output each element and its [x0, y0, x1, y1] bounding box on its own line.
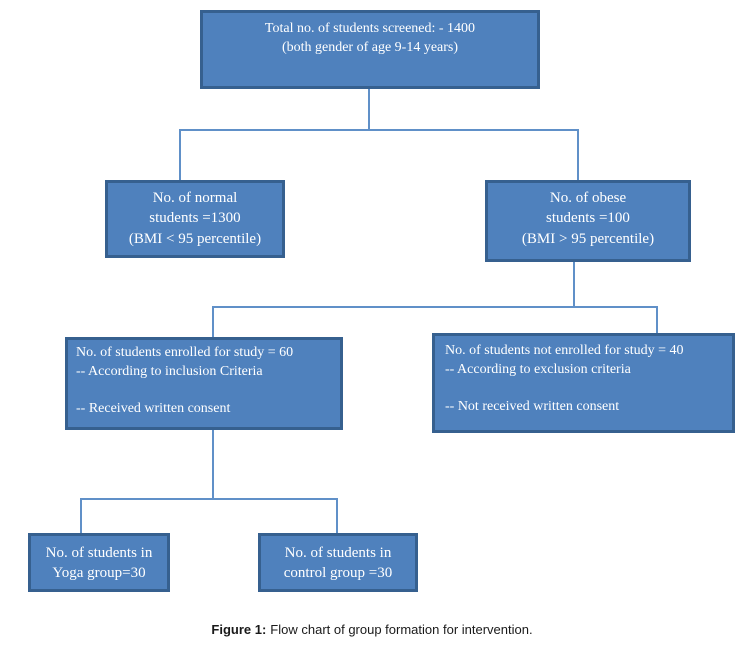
- connector-level3-horizontal: [212, 306, 658, 308]
- connector-enrolled-drop: [212, 306, 214, 337]
- node-text-line: No. of students in: [284, 545, 392, 561]
- node-enrolled: No. of students enrolled for study = 60 …: [65, 337, 343, 430]
- node-yoga-group: No. of students in Yoga group=30: [28, 533, 170, 592]
- node-control-group: No. of students in control group =30: [258, 533, 418, 592]
- node-text-line: No. of students not enrolled for study =…: [445, 343, 684, 358]
- connector-normal-drop: [179, 129, 181, 180]
- node-text-line: No. of students enrolled for study = 60: [76, 345, 294, 360]
- node-text-line: [445, 380, 726, 398]
- connector-notenrolled-drop: [656, 306, 658, 333]
- node-text-line: No. of students in: [45, 545, 153, 561]
- node-text-line: -- Received written consent: [76, 400, 231, 416]
- node-total-screened: Total no. of students screened: - 1400 (…: [200, 10, 540, 89]
- figure-caption-label: Figure 1:: [211, 622, 267, 637]
- node-text-line: Total no. of students screened: - 1400: [264, 21, 476, 36]
- node-text-line: [76, 382, 334, 400]
- node-text-line: No. of normal: [152, 190, 238, 206]
- figure-caption-text: Flow chart of group formation for interv…: [270, 622, 533, 637]
- node-text-line: -- According to exclusion criteria: [445, 361, 631, 377]
- connector-obese-down: [573, 262, 575, 308]
- node-text-line: students =100: [546, 210, 630, 227]
- node-text-line: control group =30: [283, 565, 393, 582]
- connector-yoga-drop: [80, 498, 82, 533]
- node-text-line: students =1300: [149, 210, 241, 227]
- node-text-line: (BMI < 95 percentile): [128, 230, 262, 247]
- node-not-enrolled: No. of students not enrolled for study =…: [432, 333, 735, 433]
- node-text-line: -- According to inclusion Criteria: [76, 363, 263, 379]
- node-text-line: (both gender of age 9-14 years): [281, 39, 459, 55]
- node-obese-students: No. of obese students =100 (BMI > 95 per…: [485, 180, 691, 262]
- connector-enrolled-down: [212, 430, 214, 500]
- connector-control-drop: [336, 498, 338, 533]
- figure-caption: Figure 1:Flow chart of group formation f…: [0, 622, 744, 637]
- node-text-line: (BMI > 95 percentile): [521, 230, 655, 247]
- node-text-line: No. of obese: [549, 190, 627, 206]
- node-normal-students: No. of normal students =1300 (BMI < 95 p…: [105, 180, 285, 258]
- connector-level4-horizontal: [80, 498, 338, 500]
- connector-screened-down: [368, 89, 370, 130]
- connector-level2-horizontal: [179, 129, 579, 131]
- node-text-line: -- Not received written consent: [445, 398, 620, 414]
- node-text-line: Yoga group=30: [52, 565, 146, 582]
- connector-obese-drop: [577, 129, 579, 180]
